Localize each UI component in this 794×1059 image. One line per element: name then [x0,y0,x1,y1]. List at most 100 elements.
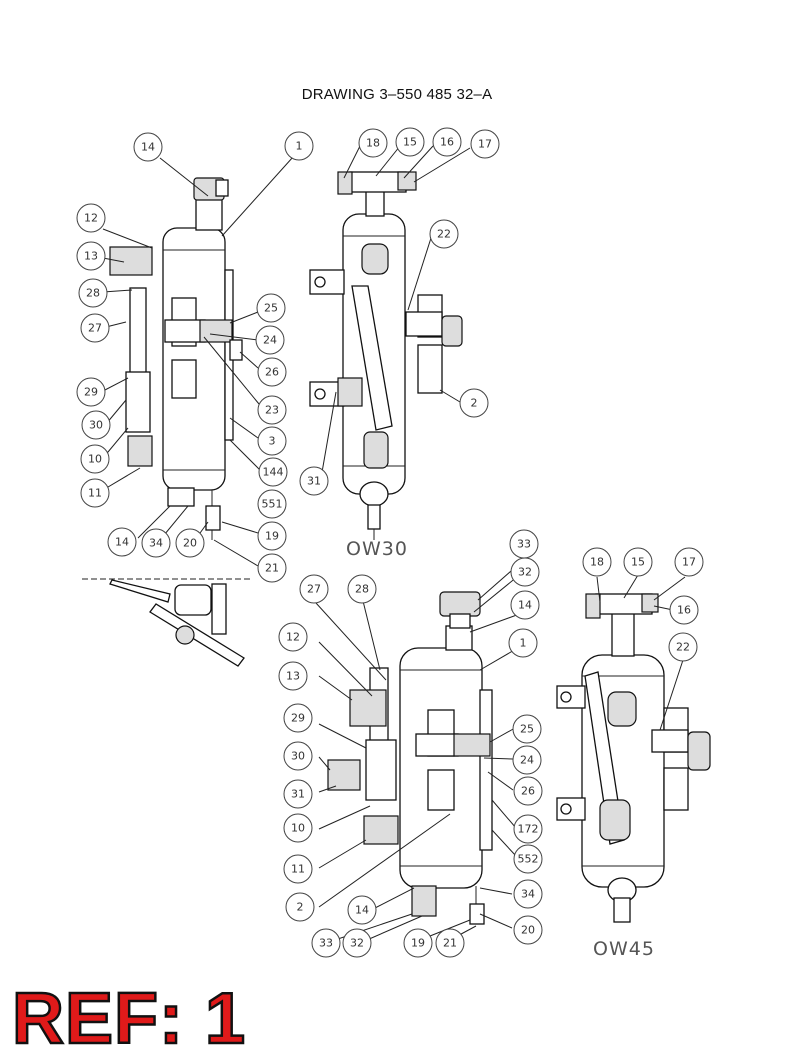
callout-21: 21 [257,553,287,583]
callout-number: 34 [521,888,535,901]
callout-circle [342,928,372,958]
callout-number: 21 [265,562,279,575]
callout-number: 15 [403,136,417,149]
left-assembly [102,156,294,567]
callout-number: 2 [471,397,478,410]
callout-circle [258,457,288,487]
callout-number: 25 [264,302,278,315]
callout-number: 551 [262,498,283,511]
callout-circle [513,776,543,806]
callout-circle [76,241,106,271]
callout-circle [175,528,205,558]
callout-circle [299,466,329,496]
callout-33: 33 [311,928,341,958]
callout-31: 31 [283,779,313,809]
callout-number: 15 [631,556,645,569]
callout-number: 30 [291,750,305,763]
callout-15: 15 [395,127,425,157]
callout-552: 552 [513,844,543,874]
callout-number: 17 [478,138,492,151]
callout-172: 172 [513,814,543,844]
callout-circle [470,129,500,159]
callout-13: 13 [278,661,308,691]
callout-28: 28 [347,574,377,604]
callout-13: 13 [76,241,106,271]
callout-20: 20 [175,528,205,558]
callout-circle [256,293,286,323]
callout-19: 19 [403,928,433,958]
callout-number: 1 [296,140,303,153]
callout-32: 32 [510,557,540,587]
callout-circle [459,388,489,418]
callout-2: 2 [285,892,315,922]
callout-number: 31 [307,475,321,488]
callout-circle [347,895,377,925]
callout-circle [257,489,287,519]
callout-number: 14 [355,904,369,917]
callout-number: 10 [291,822,305,835]
callout-number: 11 [291,863,305,876]
callout-31: 31 [299,466,329,496]
callout-circle [278,622,308,652]
callout-number: 20 [183,537,197,550]
callout-30: 30 [283,741,313,771]
callout-circle [299,574,329,604]
partial-view-fragment [82,578,250,667]
callout-20: 20 [513,915,543,945]
callout-28: 28 [78,278,108,308]
callout-24: 24 [512,745,542,775]
callout-number: 14 [518,599,532,612]
callout-number: 16 [440,136,454,149]
model-label-ow45: OW45 [593,938,655,960]
ref-label: REF: 1 [11,979,247,1059]
callout-circle [283,813,313,843]
callout-number: 32 [518,566,532,579]
callout-26: 26 [257,357,287,387]
callout-circle [76,203,106,233]
callout-2: 2 [459,388,489,418]
callout-circle [432,127,462,157]
callout-number: 23 [265,404,279,417]
callout-23: 23 [257,395,287,425]
callout-number: 144 [263,466,284,479]
callout-circle [283,741,313,771]
callout-number: 28 [86,287,100,300]
callout-29: 29 [283,703,313,733]
callout-number: 18 [366,137,380,150]
callout-circle [582,547,612,577]
callout-number: 31 [291,788,305,801]
callout-22: 22 [429,219,459,249]
callout-16: 16 [432,127,462,157]
callout-circle [285,892,315,922]
callout-circle [80,313,110,343]
callout-number: 10 [88,453,102,466]
callout-34: 34 [141,528,171,558]
ow45-assembly [556,574,711,923]
callout-27: 27 [299,574,329,604]
callout-number: 29 [291,712,305,725]
callout-number: 21 [443,937,457,950]
callout-10: 10 [80,444,110,474]
callout-circle [668,632,698,662]
callout-30: 30 [81,410,111,440]
callout-number: 22 [676,641,690,654]
callout-number: 34 [149,537,163,550]
callout-number: 25 [520,723,534,736]
callout-circle [669,595,699,625]
callout-circle [107,527,137,557]
callout-circle [429,219,459,249]
callout-number: 26 [521,785,535,798]
bottom-center-assembly [315,556,528,944]
callout-circle [80,478,110,508]
callout-10: 10 [283,813,313,843]
callout-number: 16 [677,604,691,617]
callout-number: 28 [355,583,369,596]
callout-24: 24 [255,325,285,355]
callout-number: 11 [88,487,102,500]
callout-number: 33 [517,538,531,551]
callout-number: 30 [89,419,103,432]
callout-number: 24 [520,754,534,767]
top-fitting [195,197,223,231]
callout-32: 32 [342,928,372,958]
callout-circle [133,132,163,162]
